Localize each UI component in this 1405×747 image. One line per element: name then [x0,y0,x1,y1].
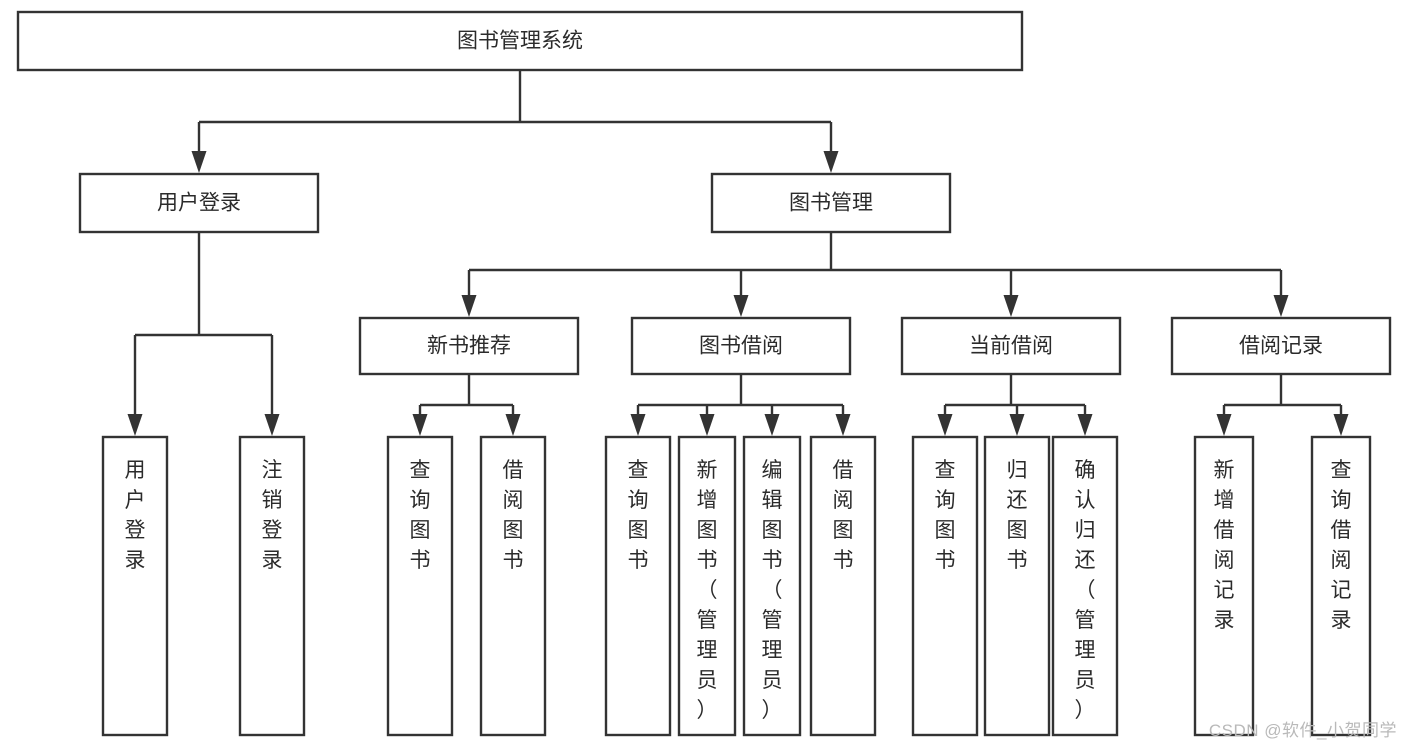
arrow-head-leaf-user-login [127,414,143,436]
node-box-leaf-query-book-1 [386,435,454,737]
node-label-leaf-query-record: 查询借阅记录 [1331,459,1352,632]
arrow-head-current-borrow [1003,295,1019,317]
node-label-current-borrow: 当前借阅 [969,335,1053,358]
node-layer: 图书管理系统用户登录图书管理新书推荐图书借阅当前借阅借阅记录用户登录注销登录查询… [16,10,1392,737]
connector-group-book-manage [461,232,1289,317]
node-root[interactable]: 图书管理系统 [16,10,1024,72]
node-box-leaf-query-record [1310,435,1372,737]
arrow-head-leaf-add-record [1216,414,1232,436]
node-label-leaf-query-book-2: 查询图书 [628,459,649,572]
node-leaf-query-book-1[interactable]: 查询图书 [386,435,454,737]
node-box-leaf-query-book-3 [911,435,979,737]
node-label-user-login: 用户登录 [157,192,241,215]
node-leaf-user-login[interactable]: 用户登录 [101,435,169,737]
arrow-head-leaf-return-book [1009,414,1025,436]
node-new-book-recommend[interactable]: 新书推荐 [358,316,580,376]
arrow-head-leaf-query-book-3 [937,414,953,436]
arrow-head-borrow-record [1273,295,1289,317]
node-leaf-borrow-book-2[interactable]: 借阅图书 [809,435,877,737]
node-leaf-logout[interactable]: 注销登录 [238,435,306,737]
node-leaf-add-record[interactable]: 新增借阅记录 [1193,435,1255,737]
node-label-borrow-record: 借阅记录 [1239,335,1323,358]
node-leaf-add-book[interactable]: 新增图书（管理员） [677,435,737,737]
arrow-head-leaf-edit-book [764,414,780,436]
node-leaf-return-book[interactable]: 归还图书 [983,435,1051,737]
node-leaf-query-record[interactable]: 查询借阅记录 [1310,435,1372,737]
arrow-head-leaf-confirm-return [1077,414,1093,436]
watermark-text: CSDN @软件_小贺同学 [1208,721,1397,740]
node-box-root [16,10,1024,72]
arrow-head-book-borrow [733,295,749,317]
node-label-leaf-borrow-book-2: 借阅图书 [833,459,854,572]
node-box-book-manage [710,172,952,234]
node-leaf-query-book-3[interactable]: 查询图书 [911,435,979,737]
node-book-borrow[interactable]: 图书借阅 [630,316,852,376]
node-label-new-book-recommend: 新书推荐 [427,335,511,358]
arrow-head-leaf-borrow-book-1 [505,414,521,436]
node-leaf-query-book-2[interactable]: 查询图书 [604,435,672,737]
node-book-manage[interactable]: 图书管理 [710,172,952,234]
node-box-new-book-recommend [358,316,580,376]
node-leaf-confirm-return[interactable]: 确认归还（管理员） [1051,435,1119,737]
node-label-book-borrow: 图书借阅 [699,335,783,358]
arrow-head-new-book-recommend [461,295,477,317]
arrow-head-leaf-logout [264,414,280,436]
node-label-book-manage: 图书管理 [789,192,873,215]
node-label-leaf-logout: 注销登录 [262,459,283,572]
node-box-borrow-record [1170,316,1392,376]
arrow-head-user-login [191,151,207,173]
connector-group-new-book-recommend [412,374,521,436]
node-label-leaf-confirm-return: 确认归还（管理员） [1075,459,1096,722]
node-box-current-borrow [900,316,1122,376]
node-box-leaf-query-book-2 [604,435,672,737]
node-label-leaf-add-record: 新增借阅记录 [1214,459,1235,632]
connector-group-root [191,70,839,173]
node-box-book-borrow [630,316,852,376]
arrow-head-leaf-add-book [699,414,715,436]
node-current-borrow[interactable]: 当前借阅 [900,316,1122,376]
node-label-leaf-borrow-book-1: 借阅图书 [503,459,524,572]
arrow-head-leaf-borrow-book-2 [835,414,851,436]
connector-group-current-borrow [937,374,1093,436]
node-borrow-record[interactable]: 借阅记录 [1170,316,1392,376]
node-box-leaf-return-book [983,435,1051,737]
node-box-user-login [78,172,320,234]
node-box-leaf-edit-book [742,435,802,737]
node-label-leaf-user-login: 用户登录 [125,459,146,572]
node-box-leaf-user-login [101,435,169,737]
node-user-login[interactable]: 用户登录 [78,172,320,234]
connector-group-borrow-record [1216,374,1349,436]
node-label-leaf-query-book-3: 查询图书 [935,459,956,572]
connector-group-book-borrow [630,374,851,436]
node-box-leaf-borrow-book-2 [809,435,877,737]
node-box-leaf-add-record [1193,435,1255,737]
node-label-leaf-query-book-1: 查询图书 [410,459,431,572]
node-label-leaf-add-book: 新增图书（管理员） [697,459,718,722]
connector-layer [127,70,1349,436]
node-label-leaf-return-book: 归还图书 [1007,459,1028,572]
node-box-leaf-logout [238,435,306,737]
node-label-leaf-edit-book: 编辑图书（管理员） [762,459,783,722]
arrow-head-book-manage [823,151,839,173]
node-leaf-edit-book[interactable]: 编辑图书（管理员） [742,435,802,737]
node-box-leaf-confirm-return [1051,435,1119,737]
arrow-head-leaf-query-book-1 [412,414,428,436]
node-label-root: 图书管理系统 [457,30,583,53]
node-box-leaf-add-book [677,435,737,737]
connector-group-user-login [127,232,280,436]
node-box-leaf-borrow-book-1 [479,435,547,737]
node-leaf-borrow-book-1[interactable]: 借阅图书 [479,435,547,737]
arrow-head-leaf-query-record [1333,414,1349,436]
arrow-head-leaf-query-book-2 [630,414,646,436]
